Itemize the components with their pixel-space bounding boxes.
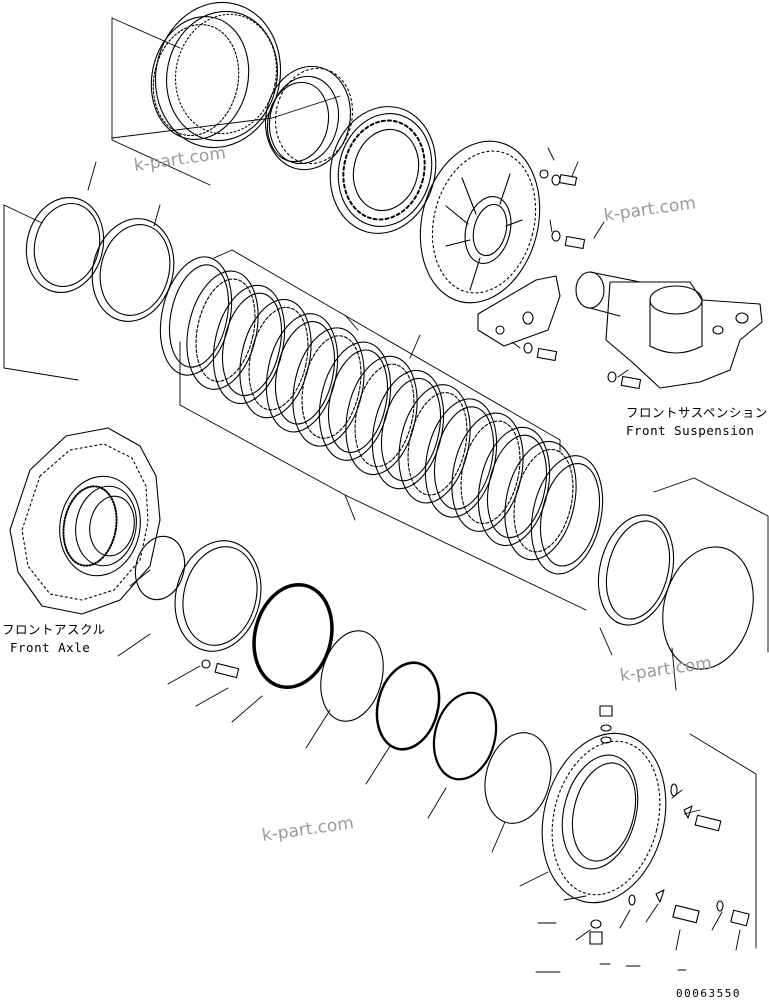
- o-ring: [134, 535, 186, 601]
- disc-pack: [159, 256, 604, 575]
- leader-lines: [3, 17, 769, 973]
- front-axle-hub: [9, 427, 161, 615]
- front-axle-label-en: Front Axle: [10, 640, 91, 655]
- front-suspension-body: [575, 271, 763, 389]
- disc-plate: [398, 384, 471, 504]
- bracket-arm: [477, 275, 561, 347]
- disc-plate: [477, 426, 551, 547]
- front-suspension-label-jp: フロントサスペンション: [626, 405, 768, 420]
- retainer-plate: [174, 540, 262, 679]
- front-axle-label-jp: フロントアスクル: [2, 622, 106, 637]
- thick-seal: [252, 582, 334, 690]
- disc-plate: [371, 369, 445, 490]
- disc-plate: [239, 298, 312, 419]
- disc-plate: [318, 341, 392, 461]
- disc-plate: [159, 256, 233, 376]
- disc-plate: [504, 440, 577, 561]
- drawing-code: 00063550: [676, 987, 741, 1000]
- large-bearing-ring: [150, 1, 282, 149]
- shim-rings-left: [25, 196, 175, 322]
- disc-plate: [530, 455, 604, 575]
- disc-plate: [292, 327, 365, 447]
- holed-plate: [329, 106, 437, 234]
- flange-housing: [419, 140, 541, 304]
- bolts-top: [523, 169, 642, 390]
- front-suspension-label-en: Front Suspension: [626, 423, 755, 438]
- disc-plate: [265, 313, 339, 433]
- disc-plate: [451, 412, 524, 532]
- disc-plate: [424, 398, 498, 518]
- lower-rings: [320, 514, 754, 824]
- disc-plate: [345, 355, 418, 476]
- lower-housing: [541, 705, 750, 945]
- disc-plate: [212, 284, 286, 405]
- disc-plate: [186, 270, 259, 390]
